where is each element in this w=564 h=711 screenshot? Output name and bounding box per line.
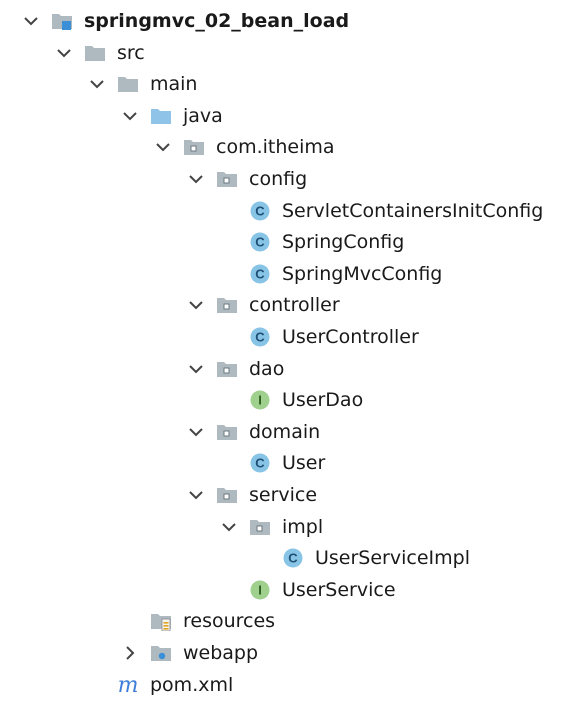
class-icon: C bbox=[248, 326, 272, 348]
tree-node-spring-config[interactable]: C SpringConfig bbox=[0, 227, 560, 257]
interface-icon: I bbox=[248, 579, 272, 601]
svg-text:I: I bbox=[258, 393, 262, 408]
chevron-right-icon[interactable] bbox=[121, 644, 139, 662]
tree-node-label: UserServiceImpl bbox=[315, 547, 470, 570]
chevron-down-icon[interactable] bbox=[220, 518, 238, 536]
class-icon: C bbox=[281, 547, 305, 569]
web-folder-icon bbox=[149, 642, 173, 664]
class-icon: C bbox=[248, 200, 272, 222]
tree-node-user-dao[interactable]: I UserDao bbox=[0, 385, 560, 415]
tree-node-webapp[interactable]: webapp bbox=[0, 638, 560, 668]
tree-node-label: java bbox=[183, 104, 223, 127]
package-icon bbox=[248, 516, 272, 538]
folder-icon bbox=[116, 73, 140, 95]
tree-node-label: User bbox=[282, 452, 326, 475]
tree-node-label: UserService bbox=[282, 578, 396, 601]
tree-node-label: ServletContainersInitConfig bbox=[282, 199, 544, 222]
class-icon: C bbox=[248, 263, 272, 285]
interface-icon: I bbox=[248, 389, 272, 411]
tree-node-controller[interactable]: controller bbox=[0, 290, 560, 320]
tree-node-dao[interactable]: dao bbox=[0, 354, 560, 384]
package-icon bbox=[215, 294, 239, 316]
folder-icon bbox=[83, 42, 107, 64]
tree-node-user[interactable]: C User bbox=[0, 448, 560, 478]
tree-node-servlet-containers-init-config[interactable]: C ServletContainersInitConfig bbox=[0, 196, 560, 226]
tree-node-domain[interactable]: domain bbox=[0, 417, 560, 447]
package-icon bbox=[215, 484, 239, 506]
chevron-down-icon[interactable] bbox=[154, 138, 172, 156]
tree-node-label: UserController bbox=[282, 326, 419, 348]
tree-node-main[interactable]: main bbox=[0, 69, 560, 99]
chevron-down-icon[interactable] bbox=[187, 296, 205, 314]
tree-node-label: webapp bbox=[183, 642, 259, 664]
tree-node-project[interactable]: springmvc_02_bean_load bbox=[0, 6, 560, 36]
class-icon: C bbox=[248, 452, 272, 474]
tree-node-impl[interactable]: impl bbox=[0, 512, 560, 542]
svg-text:C: C bbox=[255, 330, 265, 345]
tree-node-spring-mvc-config[interactable]: C SpringMvcConfig bbox=[0, 259, 560, 289]
chevron-down-icon[interactable] bbox=[187, 170, 205, 188]
project-folder-icon bbox=[50, 10, 74, 32]
resources-folder-icon bbox=[149, 610, 173, 632]
class-icon: C bbox=[248, 231, 272, 253]
tree-node-label: SpringConfig bbox=[282, 231, 405, 254]
chevron-down-icon[interactable] bbox=[187, 486, 205, 504]
tree-node-label: springmvc_02_bean_load bbox=[84, 10, 350, 32]
tree-node-label: controller bbox=[249, 294, 340, 317]
tree-node-label: dao bbox=[249, 357, 285, 380]
tree-node-label: com.itheima bbox=[216, 136, 335, 159]
svg-text:C: C bbox=[288, 551, 298, 566]
tree-node-com-itheima[interactable]: com.itheima bbox=[0, 132, 560, 162]
svg-text:C: C bbox=[255, 203, 265, 218]
package-icon bbox=[182, 136, 206, 158]
tree-node-label: impl bbox=[282, 515, 324, 538]
tree-node-label: domain bbox=[249, 420, 321, 443]
tree-node-label: resources bbox=[183, 610, 276, 633]
chevron-down-icon[interactable] bbox=[187, 360, 205, 378]
svg-text:m: m bbox=[118, 674, 139, 696]
tree-node-src[interactable]: src bbox=[0, 38, 560, 68]
chevron-down-icon[interactable] bbox=[55, 44, 73, 62]
chevron-down-icon[interactable] bbox=[187, 423, 205, 441]
source-folder-icon bbox=[149, 105, 173, 127]
tree-node-service[interactable]: service bbox=[0, 480, 560, 510]
tree-node-label: service bbox=[249, 484, 318, 506]
chevron-down-icon[interactable] bbox=[121, 107, 139, 125]
tree-node-label: src bbox=[117, 41, 145, 64]
chevron-down-icon[interactable] bbox=[88, 75, 106, 93]
maven-icon: m bbox=[116, 674, 140, 696]
tree-node-java[interactable]: java bbox=[0, 101, 560, 131]
chevron-down-icon[interactable] bbox=[22, 12, 40, 30]
package-icon bbox=[215, 421, 239, 443]
tree-node-config[interactable]: config bbox=[0, 164, 560, 194]
tree-node-resources[interactable]: resources bbox=[0, 606, 560, 636]
svg-text:C: C bbox=[255, 266, 265, 281]
tree-node-pom-xml[interactable]: m pom.xml bbox=[0, 670, 560, 700]
svg-text:C: C bbox=[255, 235, 265, 250]
tree-node-label: config bbox=[249, 168, 308, 190]
svg-text:C: C bbox=[255, 456, 265, 471]
tree-node-user-service[interactable]: I UserService bbox=[0, 575, 560, 605]
tree-node-user-service-impl[interactable]: C UserServiceImpl bbox=[0, 543, 560, 573]
svg-text:I: I bbox=[258, 582, 262, 597]
package-icon bbox=[215, 168, 239, 190]
tree-node-label: pom.xml bbox=[150, 673, 234, 696]
tree-node-label: SpringMvcConfig bbox=[282, 262, 443, 285]
tree-node-label: UserDao bbox=[282, 389, 364, 412]
tree-node-user-controller[interactable]: C UserController bbox=[0, 322, 560, 352]
package-icon bbox=[215, 358, 239, 380]
tree-node-label: main bbox=[150, 73, 198, 96]
